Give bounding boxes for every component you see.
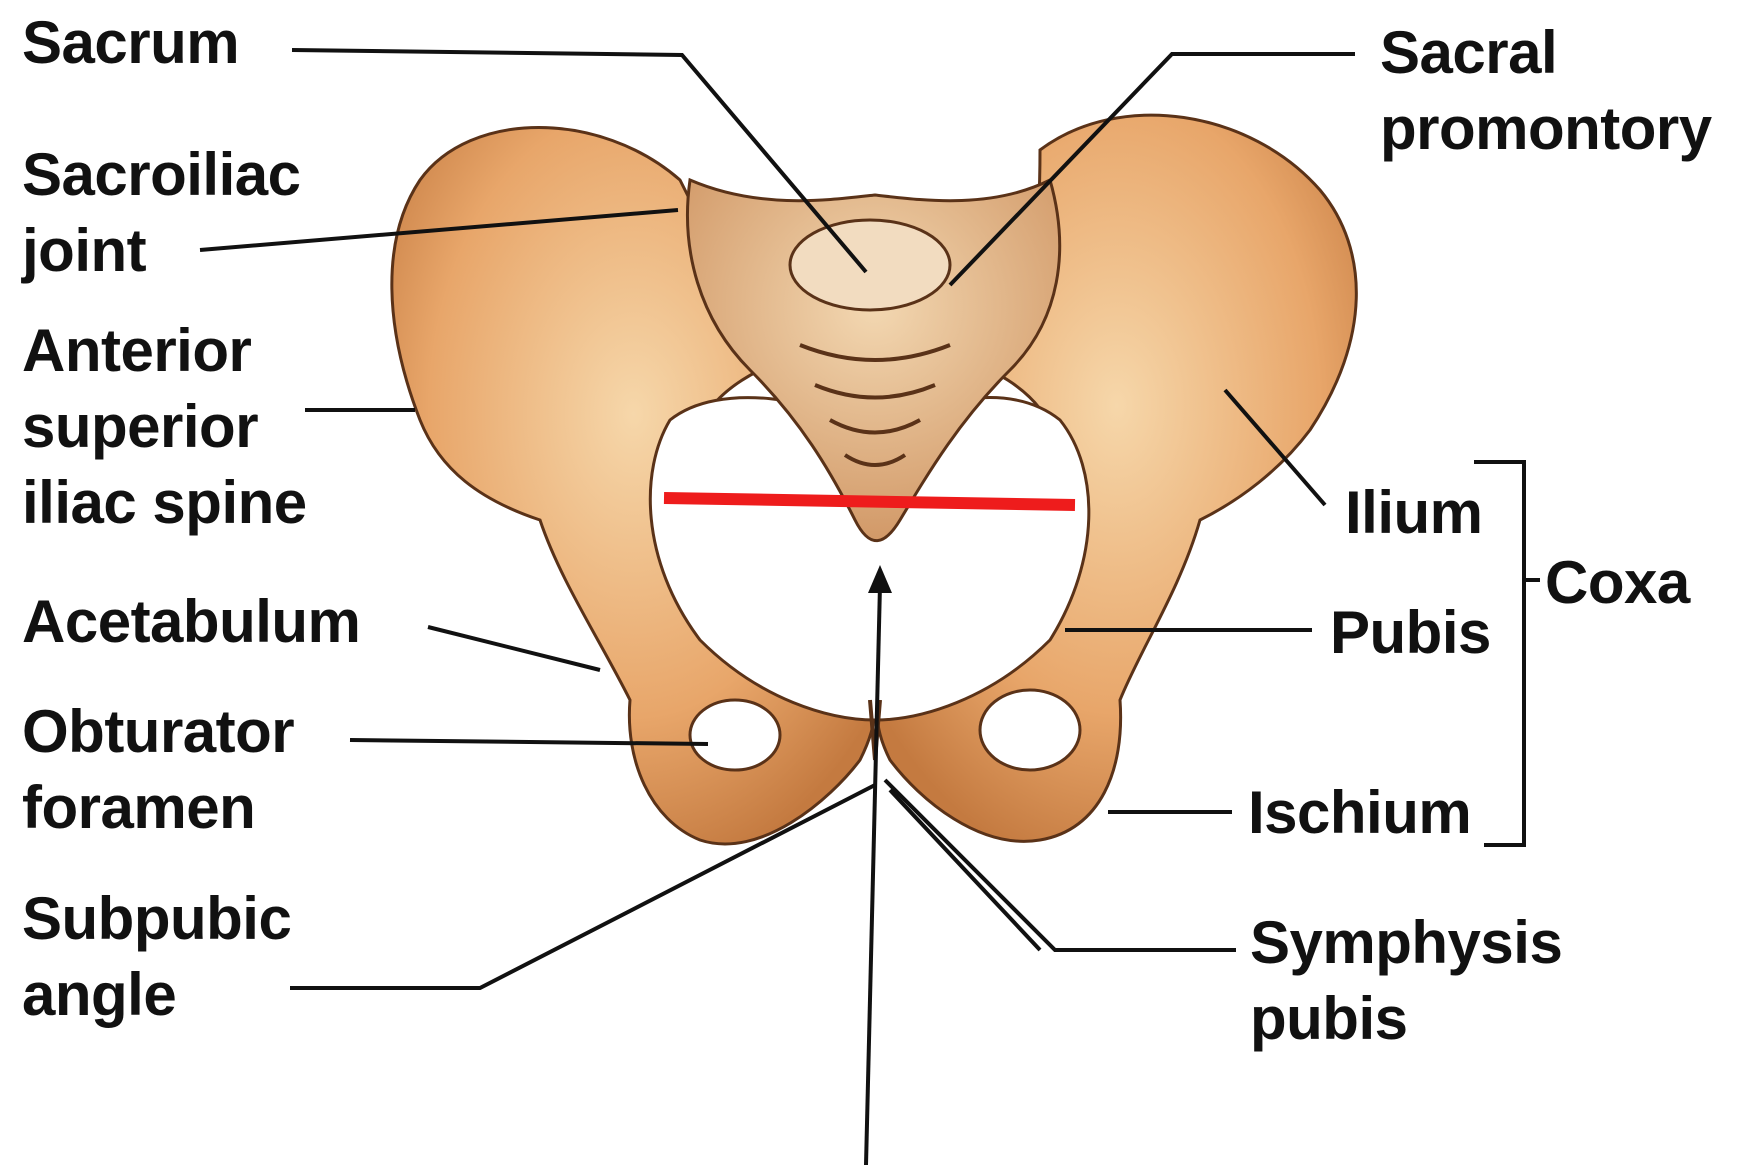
label-pubis: Pubis xyxy=(1330,595,1491,671)
left-obturator-foramen xyxy=(690,700,780,770)
right-obturator-foramen xyxy=(980,690,1080,770)
sacral-base xyxy=(790,220,950,310)
label-anterior-superior-iliac-spine: Anterior superior iliac spine xyxy=(22,313,307,541)
label-subpubic-angle: Subpubic angle xyxy=(22,881,291,1033)
label-obturator-foramen: Obturator foramen xyxy=(22,694,294,846)
label-ischium: Ischium xyxy=(1248,775,1471,851)
transverse-diameter-line xyxy=(664,498,1075,505)
label-acetabulum: Acetabulum xyxy=(22,584,360,660)
label-symphysis-pubis: Symphysis pubis xyxy=(1250,905,1562,1057)
label-sacrum: Sacrum xyxy=(22,5,239,81)
acetabulum-leader xyxy=(428,627,600,670)
label-coxa: Coxa xyxy=(1545,545,1690,621)
label-ilium: Ilium xyxy=(1345,475,1483,551)
label-sacroiliac-joint: Sacroiliac joint xyxy=(22,137,301,289)
label-sacral-promontory: Sacral promontory xyxy=(1380,15,1712,167)
